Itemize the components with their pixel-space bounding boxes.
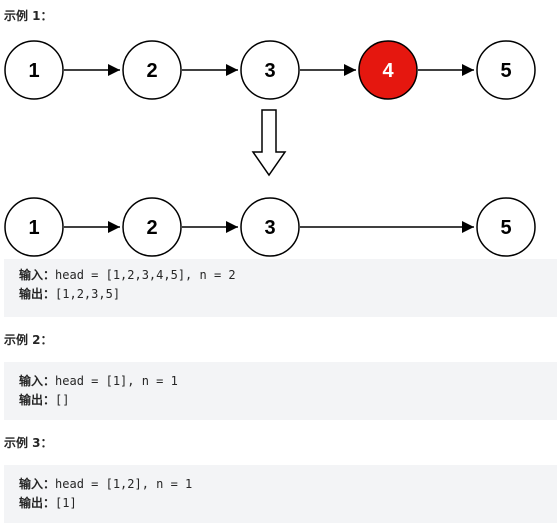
example-3-code-block: 输入：head = [1,2], n = 1 输出：[1] bbox=[4, 465, 557, 523]
output-key: 输出： bbox=[19, 496, 56, 510]
example-2-title: 示例 2： bbox=[4, 333, 53, 347]
node-value: 5 bbox=[500, 60, 511, 82]
input-line: 输入：head = [1,2], n = 1 bbox=[19, 475, 557, 494]
input-key: 输入： bbox=[19, 374, 56, 388]
node-value: 5 bbox=[500, 217, 511, 239]
node-value: 1 bbox=[28, 217, 39, 239]
list-node: 5 bbox=[476, 197, 536, 257]
removed-list-node: 4 bbox=[358, 40, 418, 100]
output-key: 输出： bbox=[19, 287, 56, 301]
input-value: head = [1], n = 1 bbox=[55, 374, 178, 388]
list-node: 1 bbox=[4, 197, 64, 257]
input-value: head = [1,2,3,4,5], n = 2 bbox=[55, 268, 236, 282]
down-arrow-icon bbox=[251, 109, 287, 177]
list-node: 2 bbox=[122, 40, 182, 100]
list-node: 3 bbox=[240, 197, 300, 257]
output-value: [] bbox=[55, 393, 70, 407]
linked-list-diagram: 1 2 3 4 5 1 2 3 5 bbox=[4, 40, 536, 257]
node-value: 3 bbox=[264, 60, 275, 82]
input-key: 输入： bbox=[19, 477, 56, 491]
output-line: 输出：[] bbox=[19, 391, 557, 410]
node-value: 3 bbox=[264, 217, 275, 239]
list-node: 3 bbox=[240, 40, 300, 100]
example-2-code-block: 输入：head = [1], n = 1 输出：[] bbox=[4, 362, 557, 420]
list-node: 5 bbox=[476, 40, 536, 100]
input-line: 输入：head = [1,2,3,4,5], n = 2 bbox=[19, 266, 557, 285]
input-value: head = [1,2], n = 1 bbox=[55, 477, 193, 491]
removed-node-value: 4 bbox=[382, 60, 394, 82]
example-1-title: 示例 1： bbox=[4, 9, 53, 23]
node-value: 2 bbox=[146, 217, 157, 239]
output-line: 输出：[1] bbox=[19, 494, 557, 513]
output-line: 输出：[1,2,3,5] bbox=[19, 285, 557, 304]
example-3-title: 示例 3： bbox=[4, 436, 53, 450]
output-value: [1,2,3,5] bbox=[55, 287, 121, 301]
input-key: 输入： bbox=[19, 268, 56, 282]
node-value: 1 bbox=[28, 60, 39, 82]
list-node: 1 bbox=[4, 40, 64, 100]
input-line: 输入：head = [1], n = 1 bbox=[19, 372, 557, 391]
list-node: 2 bbox=[122, 197, 182, 257]
example-1-code-block: 输入：head = [1,2,3,4,5], n = 2 输出：[1,2,3,5… bbox=[4, 259, 557, 317]
output-value: [1] bbox=[55, 496, 77, 510]
output-key: 输出： bbox=[19, 393, 56, 407]
node-value: 2 bbox=[146, 60, 157, 82]
